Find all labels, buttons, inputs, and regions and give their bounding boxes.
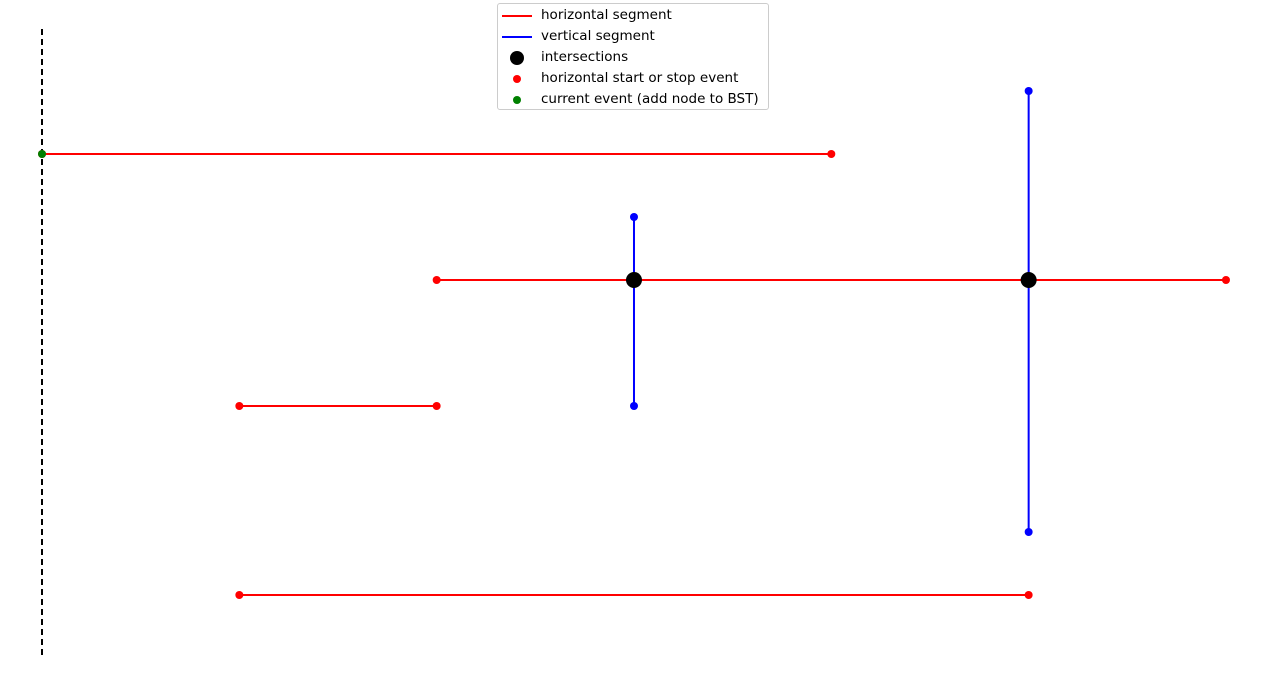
black-dot-swatch-icon: [510, 51, 524, 65]
horizontal-event-point: [235, 402, 244, 410]
legend-label: current event (add node to BST): [541, 91, 759, 107]
horizontal-event-point: [235, 591, 244, 599]
intersection-point: [1020, 272, 1037, 288]
legend-label: horizontal start or stop event: [541, 70, 739, 86]
legend-label: intersections: [541, 49, 629, 65]
event-point-layer: [38, 87, 1230, 599]
blue-line-swatch-icon: [502, 36, 532, 38]
legend-entry-horizontal-event: horizontal start or stop event: [498, 68, 768, 89]
vertical-endpoint: [629, 402, 638, 410]
intersection-point: [625, 272, 642, 288]
legend-entry-horizontal-segment: horizontal segment: [498, 5, 768, 26]
red-dot-swatch-icon: [513, 75, 521, 83]
horizontal-event-point: [432, 402, 441, 410]
current-event-point: [38, 150, 46, 158]
legend: horizontal segment vertical segment inte…: [497, 3, 769, 110]
green-dot-swatch-icon: [513, 96, 521, 104]
horizontal-event-point: [432, 276, 441, 284]
vertical-endpoint: [1024, 528, 1033, 536]
legend-entry-vertical-segment: vertical segment: [498, 26, 768, 47]
vertical-endpoint: [1024, 87, 1033, 95]
legend-entry-current-event: current event (add node to BST): [498, 89, 768, 110]
legend-entry-intersections: intersections: [498, 47, 768, 68]
horizontal-event-point: [1024, 591, 1033, 599]
horizontal-event-point: [827, 150, 836, 158]
horizontal-event-point: [1221, 276, 1230, 284]
legend-label: horizontal segment: [541, 7, 672, 23]
vertical-endpoint: [629, 213, 638, 221]
legend-label: vertical segment: [541, 28, 655, 44]
segment-layer: [41, 29, 1226, 658]
red-line-swatch-icon: [502, 15, 532, 17]
